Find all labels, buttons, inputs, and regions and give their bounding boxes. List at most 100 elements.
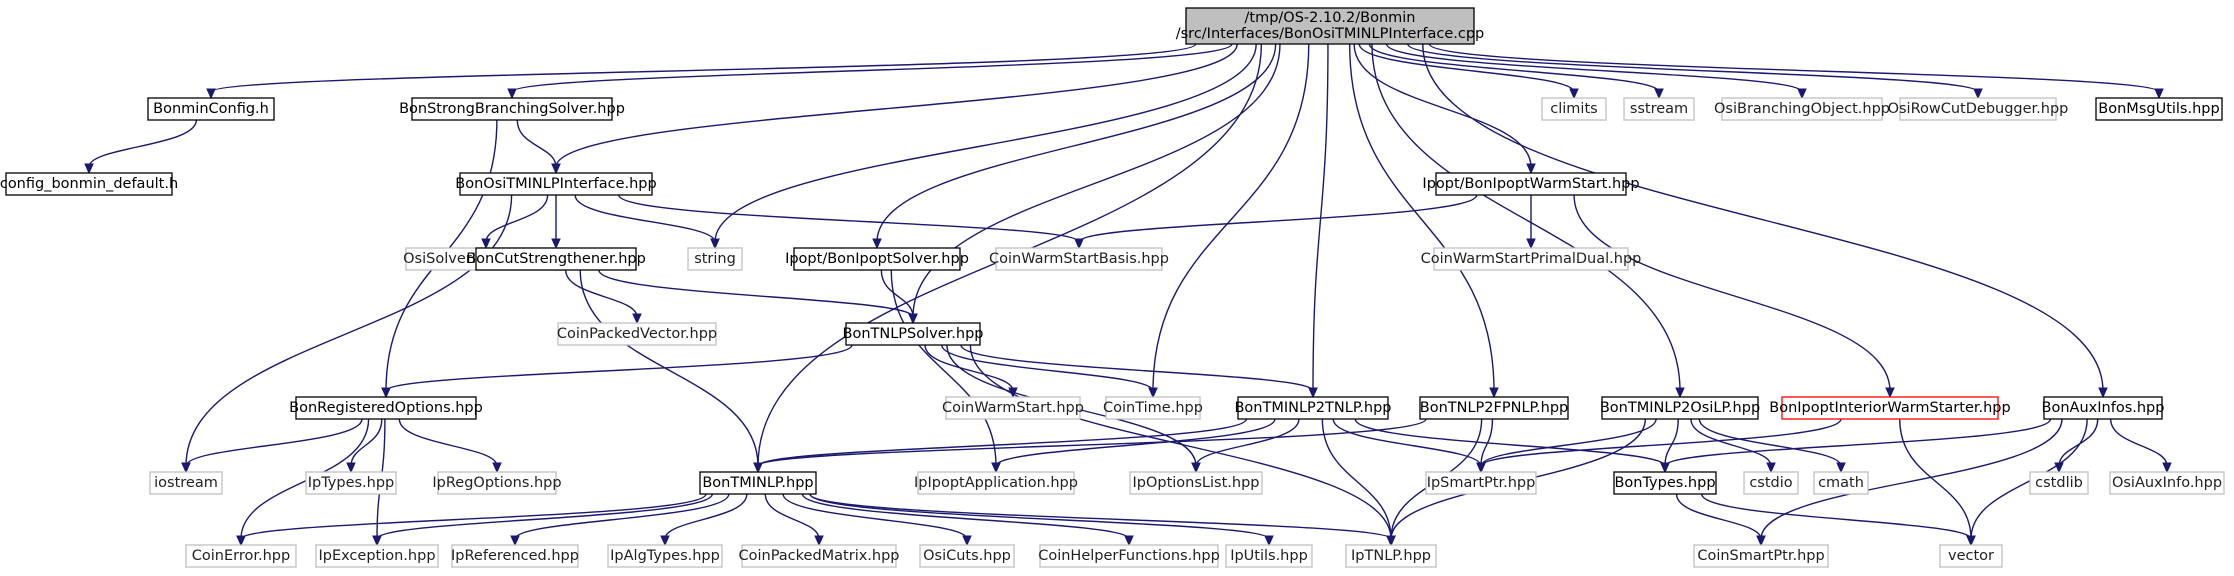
edge-root-to-strongbranch bbox=[511, 43, 1233, 93]
edge-osiinterface-to-string bbox=[574, 194, 716, 243]
node-box-ipregoptions bbox=[437, 471, 557, 495]
node-auxinfos[interactable]: BonAuxInfos.hpp bbox=[2042, 396, 2165, 420]
node-box-configdefault bbox=[5, 172, 173, 196]
edge-tnlp2fpnlp-to-tminlp bbox=[757, 418, 1427, 467]
node-label-bonminconfig: BonminConfig.h bbox=[153, 101, 269, 117]
node-box-cstdlib bbox=[2029, 471, 2089, 495]
edge-tnlpsolver-to-cointime bbox=[941, 344, 1154, 392]
node-sstream: sstream bbox=[1623, 97, 1695, 121]
arrowhead-auxinfos-to-bontypes bbox=[1660, 462, 1670, 474]
node-ipoptsolver[interactable]: Ipopt/BonIpoptSolver.hpp bbox=[785, 247, 969, 271]
node-climits: climits bbox=[1541, 97, 1607, 121]
node-label-cutstrength: BonCutStrengthener.hpp bbox=[466, 251, 646, 267]
arrowhead-tminlp-to-coinerror bbox=[236, 535, 246, 547]
edge-cutstrength-to-coinpackedvec bbox=[565, 269, 638, 318]
node-label-ipoptsolver: Ipopt/BonIpoptSolver.hpp bbox=[785, 251, 969, 267]
node-osirowcut: OsiRowCutDebugger.hpp bbox=[1888, 97, 2068, 121]
node-ipoptapp: IpIpoptApplication.hpp bbox=[914, 471, 1078, 495]
node-box-bontypes bbox=[1613, 471, 1717, 495]
edge-tminlp2osilp-to-ipsmartptr bbox=[1480, 418, 1657, 467]
node-ipalgtypes: IpAlgTypes.hpp bbox=[607, 544, 723, 568]
edge-ipoptsolver-to-tnlpsolver bbox=[880, 269, 914, 318]
node-box-regoptions bbox=[295, 396, 477, 420]
node-string: string bbox=[687, 247, 743, 271]
node-label-iptypes: IpTypes.hpp bbox=[308, 475, 395, 491]
node-bonminconfig[interactable]: BonminConfig.h bbox=[147, 97, 275, 121]
node-box-tnlp2fpnlp bbox=[1419, 396, 1569, 420]
edge-regoptions-to-iostream bbox=[185, 418, 363, 467]
edge-tminlp-to-coinerror bbox=[240, 493, 707, 540]
node-osicuts: OsiCuts.hpp bbox=[919, 544, 1015, 568]
node-label-coinwarmprimaldual: CoinWarmStartPrimalDual.hpp bbox=[1421, 251, 1642, 267]
node-label-cointime: CoinTime.hpp bbox=[1103, 400, 1203, 416]
node-box-ipoptwarmstart bbox=[1435, 172, 1627, 196]
node-label-strongbranch: BonStrongBranchingSolver.hpp bbox=[399, 101, 625, 117]
node-tminlp[interactable]: BonTMINLP.hpp bbox=[699, 471, 817, 495]
node-configdefault[interactable]: config_bonmin_default.h bbox=[0, 172, 178, 196]
edge-root-to-tnlp2fpnlp bbox=[1348, 43, 1495, 392]
node-box-msgutils bbox=[2095, 97, 2223, 121]
node-tminlp2osilp[interactable]: BonTMINLP2OsiLP.hpp bbox=[1600, 396, 1760, 420]
node-box-cutstrength bbox=[475, 247, 637, 271]
edge-tminlp-to-osicuts bbox=[782, 493, 968, 540]
node-box-coinerror bbox=[185, 544, 297, 568]
node-label-osiinterface: BonOsiTMINLPInterface.hpp bbox=[455, 176, 656, 192]
node-box-osicuts bbox=[919, 544, 1015, 568]
node-bontypes[interactable]: BonTypes.hpp bbox=[1613, 471, 1717, 495]
arrowhead-auxinfos-to-osiauxinfo bbox=[2162, 462, 2172, 474]
edge-root-to-tnlpsolver bbox=[912, 43, 1281, 318]
edge-tminlp-to-ipexception bbox=[376, 493, 713, 540]
node-osiinterface[interactable]: BonOsiTMINLPInterface.hpp bbox=[455, 172, 657, 196]
arrowhead-tnlpsolver-to-regoptions bbox=[381, 387, 391, 399]
edge-root-to-ipoptwarmstart bbox=[1353, 43, 1532, 168]
node-box-osiinterface bbox=[459, 172, 653, 196]
node-box-auxinfos bbox=[2043, 396, 2163, 420]
node-osibranching: OsiBranchingObject.hpp bbox=[1714, 97, 1890, 121]
node-ipsmartptr: IpSmartPtr.hpp bbox=[1425, 471, 1537, 495]
node-box-cmath bbox=[1813, 471, 1869, 495]
edge-ipoptsolver-to-ipoptapp bbox=[890, 269, 997, 467]
arrowhead-tminlp-to-ipexception bbox=[372, 535, 382, 547]
node-coinwarmstart: CoinWarmStart.hpp bbox=[942, 396, 1084, 420]
edge-tminlp-to-ipalgtypes bbox=[664, 493, 748, 540]
node-regoptions[interactable]: BonRegisteredOptions.hpp bbox=[289, 396, 483, 420]
node-box-iptypes bbox=[305, 471, 397, 495]
node-ipoptionslist: IpOptionsList.hpp bbox=[1129, 471, 1263, 495]
node-cutstrength[interactable]: BonCutStrengthener.hpp bbox=[466, 247, 646, 271]
node-label-ipexception: IpException.hpp bbox=[318, 548, 435, 564]
node-tnlp2fpnlp[interactable]: BonTNLP2FPNLP.hpp bbox=[1419, 396, 1569, 420]
node-tminlp2tnlp[interactable]: BonTMINLP2TNLP.hpp bbox=[1234, 396, 1392, 420]
edge-root-to-msgutils bbox=[1428, 43, 2160, 93]
nodes-layer: /tmp/OS-2.10.2/Bonmin/src/Interfaces/Bon… bbox=[0, 7, 2225, 568]
node-msgutils[interactable]: BonMsgUtils.hpp bbox=[2095, 97, 2223, 121]
node-ipoptinterior[interactable]: BonIpoptInteriorWarmStarter.hpp bbox=[1769, 396, 2011, 420]
node-root[interactable]: /tmp/OS-2.10.2/Bonmin/src/Interfaces/Bon… bbox=[1176, 7, 1485, 45]
arrowhead-tnlp2fpnlp-to-tminlp bbox=[753, 462, 763, 474]
node-box-tminlp2osilp bbox=[1601, 396, 1759, 420]
edge-root-to-auxinfos bbox=[1422, 43, 2104, 392]
arrowhead-root-to-msgutils bbox=[2154, 88, 2164, 100]
node-label-cstdio: cstdio bbox=[1749, 475, 1792, 491]
node-label-root: /src/Interfaces/BonOsiTMINLPInterface.cp… bbox=[1176, 26, 1485, 42]
node-box-coinwarmbasis bbox=[995, 247, 1163, 271]
node-ipoptwarmstart[interactable]: Ipopt/BonIpoptWarmStart.hpp bbox=[1422, 172, 1640, 196]
node-tnlpsolver[interactable]: BonTNLPSolver.hpp bbox=[843, 322, 984, 346]
arrowhead-root-to-tnlp2fpnlp bbox=[1489, 387, 1499, 399]
arrowhead-tminlp2osilp-to-cstdio bbox=[1766, 462, 1776, 474]
edge-tnlpsolver-to-regoptions bbox=[385, 344, 853, 392]
edge-root-to-climits bbox=[1358, 43, 1575, 93]
node-label-ipoptwarmstart: Ipopt/BonIpoptWarmStart.hpp bbox=[1422, 176, 1639, 192]
edge-tminlp2tnlp-to-iptnlp bbox=[1321, 418, 1392, 540]
edge-root-to-ipoptsolver bbox=[876, 43, 1277, 243]
edge-tnlpsolver-to-coinwarmstart bbox=[924, 344, 1014, 392]
node-box-iostream bbox=[149, 471, 223, 495]
node-box-ipoptinterior bbox=[1781, 396, 1999, 420]
arrowhead-root-to-ipoptsolver bbox=[872, 238, 882, 250]
node-label-sstream: sstream bbox=[1630, 101, 1688, 117]
node-label-ipreferenced: IpReferenced.hpp bbox=[451, 548, 579, 564]
edge-tminlp2osilp-to-cstdio bbox=[1690, 418, 1772, 467]
node-label-climits: climits bbox=[1550, 101, 1597, 117]
node-strongbranch[interactable]: BonStrongBranchingSolver.hpp bbox=[399, 97, 625, 121]
edge-ipoptwarmstart-to-coinwarmbasis bbox=[1078, 194, 1478, 243]
node-iostream: iostream bbox=[149, 471, 223, 495]
